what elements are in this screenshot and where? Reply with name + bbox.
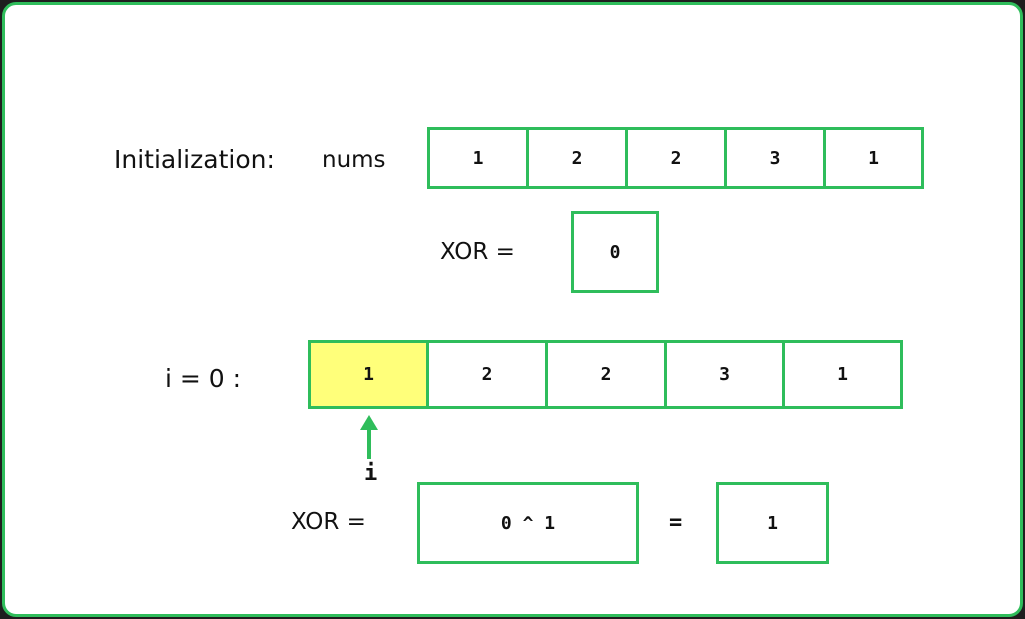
init-array-cell: 1 xyxy=(427,127,529,189)
step-xor-label: XOR = xyxy=(291,509,366,535)
xor-result: 1 xyxy=(716,482,829,564)
init-xor-label: XOR = xyxy=(440,239,515,265)
pointer-arrow-icon xyxy=(360,415,378,459)
xor-expression: 0 ^ 1 xyxy=(417,482,639,564)
equals-sign: = xyxy=(669,510,683,535)
initialization-label: Initialization: xyxy=(114,145,275,174)
step-array-cell: 3 xyxy=(664,340,785,409)
pointer-label: i xyxy=(364,461,378,486)
init-array-cell: 3 xyxy=(724,127,826,189)
step-array-cell: 2 xyxy=(545,340,667,409)
init-array-cell: 1 xyxy=(823,127,924,189)
init-xor-value: 0 xyxy=(571,211,659,293)
init-array-cell: 2 xyxy=(625,127,727,189)
step-array-cell: 2 xyxy=(426,340,548,409)
init-array-cell: 2 xyxy=(526,127,628,189)
nums-label: nums xyxy=(322,147,386,173)
step-array-cell: 1 xyxy=(782,340,903,409)
step-array-cell-highlighted: 1 xyxy=(308,340,429,409)
step-label: i = 0 : xyxy=(165,364,242,393)
